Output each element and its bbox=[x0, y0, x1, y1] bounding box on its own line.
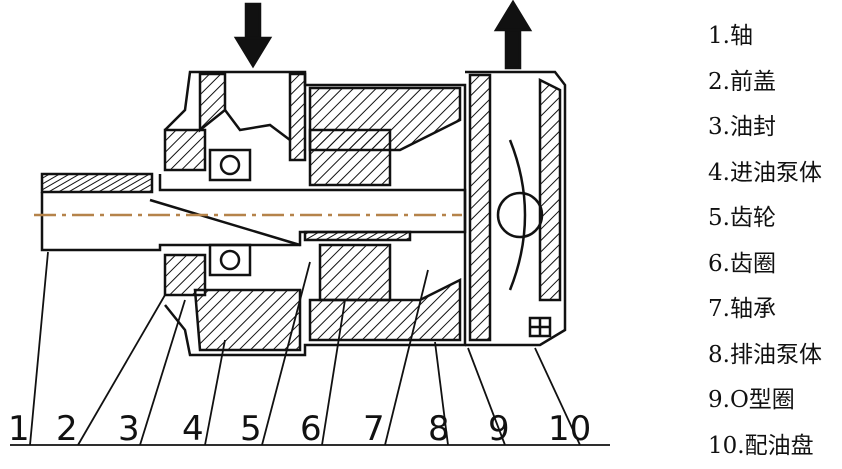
callout-6: 6 bbox=[300, 409, 322, 449]
outlet-arrow-icon bbox=[496, 2, 530, 68]
legend-item: 2.前盖 bbox=[708, 60, 822, 106]
callout-3: 3 bbox=[118, 409, 140, 449]
inlet-arrow-icon bbox=[236, 4, 270, 66]
callout-10: 10 bbox=[548, 409, 591, 449]
legend-item: 10.配油盘 bbox=[708, 424, 822, 469]
legend-item: 8.排油泵体 bbox=[708, 333, 822, 379]
parts-legend: 1.轴 2.前盖 3.油封 4.进油泵体 5.齿轮 6.齿圈 7.轴承 8.排油… bbox=[708, 14, 822, 469]
callout-7: 7 bbox=[363, 409, 385, 449]
callout-9: 9 bbox=[488, 409, 510, 449]
callout-4: 4 bbox=[182, 409, 204, 449]
callout-2: 2 bbox=[56, 409, 78, 449]
legend-item: 9.O型圈 bbox=[708, 378, 822, 424]
legend-item: 6.齿圈 bbox=[708, 242, 822, 288]
callout-8: 8 bbox=[428, 409, 450, 449]
oil-seal bbox=[165, 130, 205, 295]
legend-item: 7.轴承 bbox=[708, 287, 822, 333]
callout-1: 1 bbox=[8, 409, 30, 449]
callout-5: 5 bbox=[240, 409, 262, 449]
port-plate bbox=[465, 72, 565, 345]
legend-item: 4.进油泵体 bbox=[708, 151, 822, 197]
legend-item: 3.油封 bbox=[708, 105, 822, 151]
inlet-pump-body bbox=[165, 72, 465, 355]
bearing bbox=[210, 150, 250, 275]
legend-item: 5.齿轮 bbox=[708, 196, 822, 242]
legend-item: 1.轴 bbox=[708, 14, 822, 60]
